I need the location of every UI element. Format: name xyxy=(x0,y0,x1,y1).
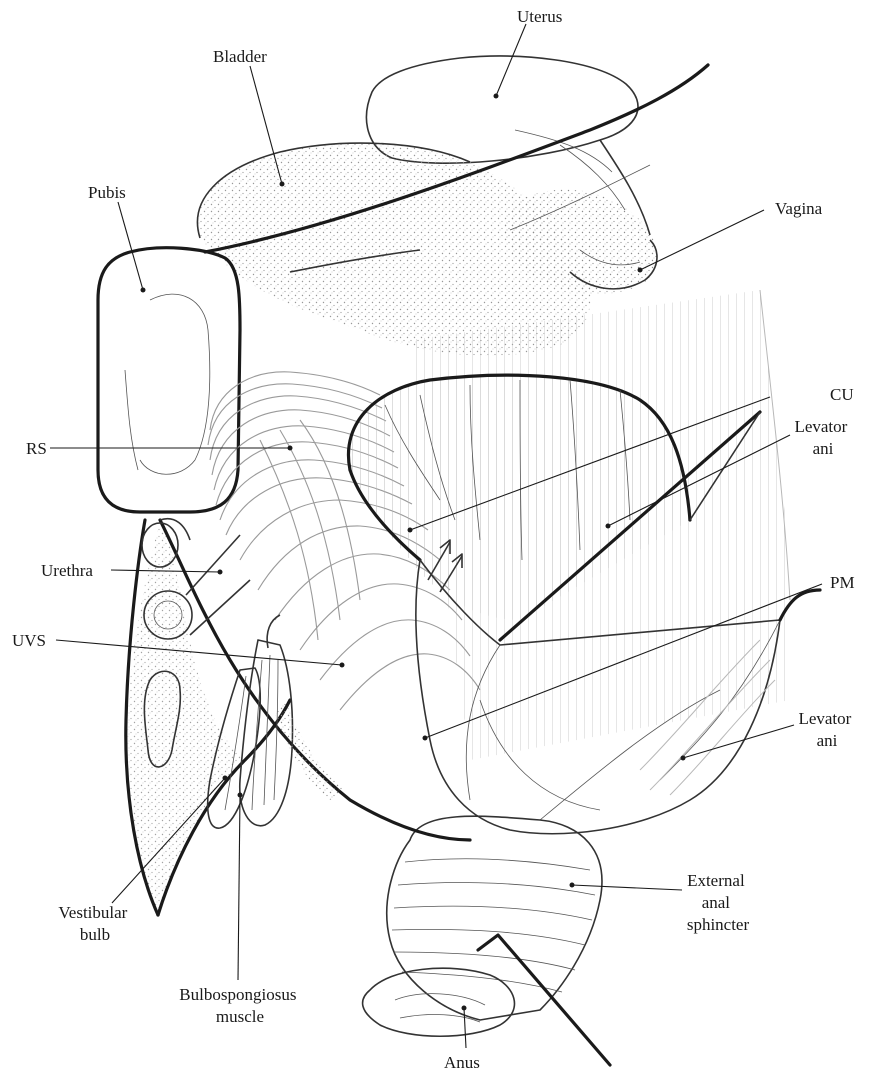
pubis-bone xyxy=(98,248,240,512)
label-bs-line1: Bulbospongiosus xyxy=(179,985,296,1004)
label-levator-ani-1: Levator ani xyxy=(794,417,851,458)
label-rs: RS xyxy=(26,439,47,458)
label-cu: CU xyxy=(830,385,854,404)
label-eas-line2: anal xyxy=(702,893,731,912)
label-pubis: Pubis xyxy=(88,183,126,202)
stipple-band xyxy=(275,700,345,800)
label-anus: Anus xyxy=(444,1053,480,1072)
label-vb-line1: Vestibular xyxy=(58,903,127,922)
label-levator-ani-2: Levator ani xyxy=(798,709,855,750)
label-uterus: Uterus xyxy=(517,7,562,26)
label-eas-line1: External xyxy=(687,871,745,890)
label-bulbospongiosus-muscle: Bulbospongiosus muscle xyxy=(179,985,300,1026)
label-levator-ani-2-line2: ani xyxy=(817,731,838,750)
probe xyxy=(478,935,610,1065)
label-pm: PM xyxy=(830,573,855,592)
label-external-anal-sphincter: External anal sphincter xyxy=(687,871,750,934)
label-eas-line3: sphincter xyxy=(687,915,750,934)
label-levator-ani-1-line1: Levator xyxy=(794,417,847,436)
label-bladder: Bladder xyxy=(213,47,267,66)
label-vb-line2: bulb xyxy=(80,925,110,944)
label-levator-ani-2-line1: Levator xyxy=(798,709,851,728)
label-vagina: Vagina xyxy=(775,199,823,218)
label-urethra: Urethra xyxy=(41,561,93,580)
label-levator-ani-1-line2: ani xyxy=(813,439,834,458)
label-uvs: UVS xyxy=(12,631,46,650)
label-vestibular-bulb: Vestibular bulb xyxy=(58,903,131,944)
external-anal-sphincter-shape xyxy=(387,816,602,1020)
label-bs-line2: muscle xyxy=(216,1007,264,1026)
